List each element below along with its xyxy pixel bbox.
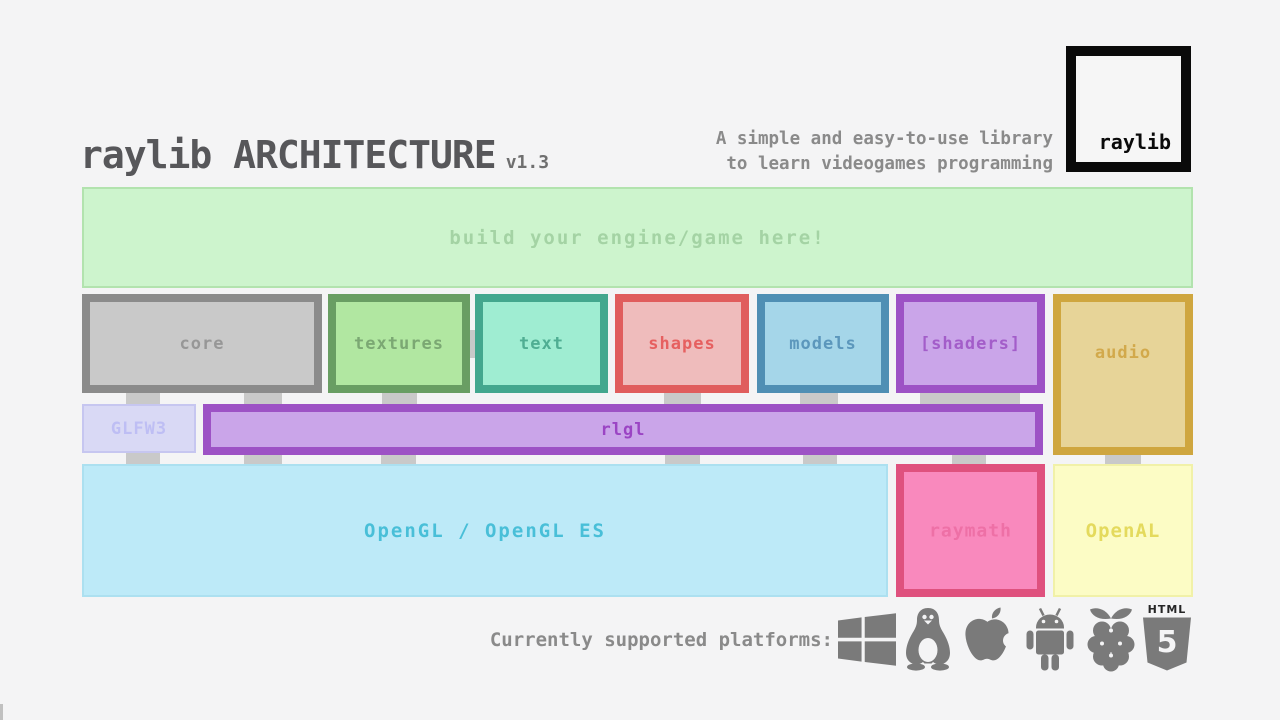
module-models-label: models [789, 333, 857, 354]
module-textures: textures [328, 294, 470, 393]
glfw3-box: GLFW3 [82, 404, 196, 453]
openal-box: OpenAL [1053, 464, 1193, 597]
raymath-box: raymath [896, 464, 1045, 597]
raylib-logo: raylib [1066, 46, 1191, 172]
glfw3-label: GLFW3 [110, 418, 168, 439]
html5-word-label: HTML [1147, 603, 1187, 616]
module-textures-label: textures [354, 333, 444, 354]
raylib-logo-label: raylib [1098, 130, 1171, 154]
module-core: core [82, 294, 322, 393]
html5-icon: HTML 5 [1142, 603, 1192, 672]
windows-icon [838, 611, 896, 668]
page-title: raylib ARCHITECTURE v1.3 [80, 133, 549, 177]
connector-glfw3-opengl [126, 448, 160, 468]
module-shaders-label: [shaders] [919, 333, 1022, 354]
module-core-label: core [179, 333, 225, 354]
android-icon [1023, 607, 1077, 672]
rlgl-label: rlgl [600, 419, 646, 440]
module-shapes: shapes [615, 294, 749, 393]
version-label: v1.3 [505, 152, 550, 173]
engine-game-banner: build your engine/game here! [82, 187, 1193, 288]
tagline-line1: A simple and easy-to-use library [715, 129, 1053, 149]
linux-icon [904, 607, 952, 671]
module-models: models [757, 294, 889, 393]
apple-icon [962, 607, 1012, 672]
module-shaders: [shaders] [896, 294, 1045, 393]
module-audio: audio [1053, 294, 1193, 455]
tagline: A simple and easy-to-use library to lear… [716, 127, 1053, 177]
openal-label: OpenAL [1085, 519, 1161, 542]
opengl-box: OpenGL / OpenGL ES [82, 464, 888, 597]
tagline-line2: to learn videogames programming [726, 154, 1053, 174]
opengl-label: OpenGL / OpenGL ES [364, 519, 606, 542]
module-text: text [475, 294, 608, 393]
screen-edge-artifact [0, 704, 3, 720]
module-text-label: text [519, 333, 564, 354]
title-text: raylib ARCHITECTURE [80, 133, 497, 177]
raymath-label: raymath [929, 520, 1012, 541]
module-shapes-label: shapes [648, 333, 716, 354]
engine-game-banner-label: build your engine/game here! [449, 226, 826, 249]
platforms-label: Currently supported platforms: [489, 629, 833, 651]
rlgl-box: rlgl [203, 404, 1043, 455]
raspberrypi-icon [1086, 605, 1136, 672]
html5-five-label: 5 [1156, 625, 1178, 660]
module-audio-label: audio [1094, 343, 1152, 363]
